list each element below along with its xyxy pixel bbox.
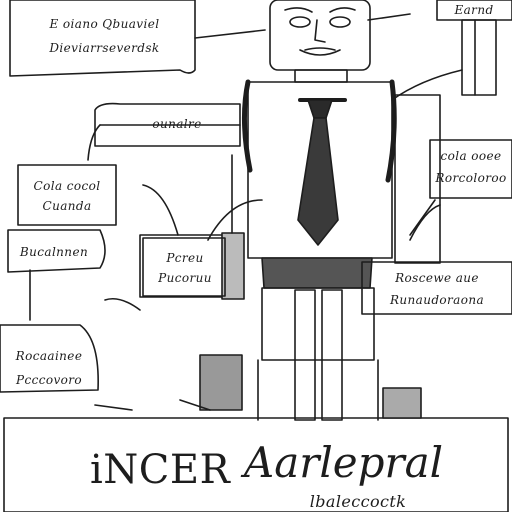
label-left-lower: Bucalnnen: [19, 245, 89, 259]
desk-clutter: [94, 387, 422, 419]
label-top-left-1: E oiano Qbuaviel: [49, 17, 160, 31]
label-center-sign-1: Pcreu: [166, 251, 204, 265]
box-top-left: [9, 0, 196, 77]
tools-left: [139, 154, 245, 411]
box-left-lower: [7, 229, 106, 273]
label-left-upper-2: Cuanda: [42, 199, 92, 213]
box-right-lower: [361, 261, 512, 315]
box-left-upper: [17, 164, 117, 226]
label-right-upper-1: cola ooee: [440, 149, 502, 163]
label-right-upper-2: Rorcoloroo: [435, 171, 507, 185]
robot-legs: [257, 289, 379, 421]
label-left-upper-1: Cola cocol: [33, 179, 101, 193]
label-top-right: Earnd: [454, 3, 494, 17]
robot-belt: [261, 257, 375, 361]
label-top-left-2: Dieviarrseverdsk: [49, 41, 160, 55]
label-right-lower-1: Roscewe aue: [395, 271, 479, 285]
robot-right-arm: [391, 69, 463, 264]
label-left-mid: ounalre: [152, 117, 202, 131]
connectors: [29, 13, 476, 321]
label-bottom-left-1: Rocaainee: [15, 349, 83, 363]
box-left-mid: [94, 102, 241, 147]
label-bottom-left-2: Pcccovoro: [15, 373, 83, 387]
label-right-lower-2: Runaudoraona: [389, 293, 485, 307]
robot-head: [269, 0, 371, 83]
subtitle-bottom: lbaleccoctk: [309, 492, 407, 511]
title-bottom-right: Aarlepral: [243, 438, 444, 487]
box-right-upper: [429, 139, 512, 199]
box-top-right: [436, 0, 512, 96]
necktie: [297, 99, 339, 246]
center-sign: [142, 237, 226, 297]
label-center-sign-2: Pucoruu: [158, 271, 212, 285]
box-bottom-title: [3, 417, 509, 512]
box-bottom-left: [0, 324, 99, 393]
title-bottom-left: iNCER: [90, 447, 231, 493]
